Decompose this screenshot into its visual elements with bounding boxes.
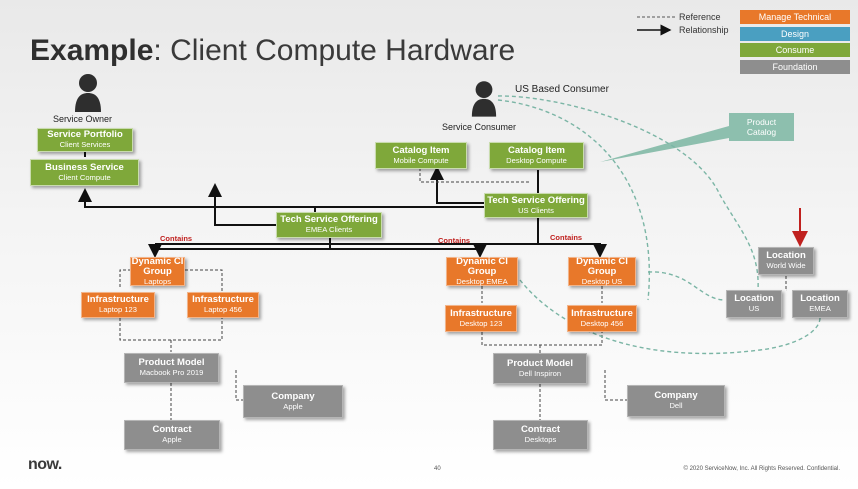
contract-apple-box[interactable]: Contract Apple [124,420,220,450]
product-catalog-line1: Product [746,116,777,127]
location-world-wide-box[interactable]: Location World Wide [758,247,814,275]
box-title: Infrastructure [450,307,512,319]
box-title: Product Model [507,357,573,369]
box-subtitle: Client Compute [58,172,111,182]
contains-label-us: Contains [550,233,583,242]
box-subtitle: Desktop EMEA [456,276,508,286]
box-subtitle: World Wide [766,261,806,271]
box-subtitle: Laptop 456 [203,305,242,315]
service-owner-person-icon [75,74,101,112]
box-title: Tech Service Offering [487,194,585,206]
box-title: Infrastructure [192,294,254,306]
page-title: Example: Client Compute Hardware [30,34,515,68]
infrastructure-desktop-456-box[interactable]: Infrastructure Desktop 456 [567,305,637,332]
product-model-macbook-box[interactable]: Product Model Macbook Pro 2019 [124,353,219,383]
box-subtitle: Dell [669,401,683,411]
box-title: Infrastructure [87,294,149,306]
box-subtitle: Laptop 123 [98,305,137,315]
service-consumer-label: Service Consumer [442,122,517,132]
box-subtitle: Desktop Compute [506,155,567,165]
box-subtitle: Desktop 123 [459,318,503,328]
company-dell-box[interactable]: Company Dell [627,385,725,417]
location-reference-curves [497,95,821,355]
product-catalog-badge: Product Catalog [729,113,794,141]
title-bold: Example [30,34,154,67]
servicenow-logo: now. [28,456,62,473]
infrastructure-laptop-123-box[interactable]: Infrastructure Laptop 123 [81,292,155,318]
page-number: 40 [434,466,441,472]
location-us-box[interactable]: Location US [726,290,782,318]
service-consumer-person-icon [471,81,497,117]
box-title: Business Service [45,161,124,173]
box-title: Tech Service Offering [280,214,378,226]
legend-design: Design [740,27,850,41]
business-service-box[interactable]: Business Service Client Compute [30,159,139,186]
box-subtitle: Apple [283,401,303,411]
box-subtitle: Desktop 456 [580,318,624,328]
box-subtitle: EMEA Clients [305,225,353,235]
reference-lines [119,168,787,420]
box-title: Catalog Item [392,144,450,156]
product-model-dell-box[interactable]: Product Model Dell Inspiron [493,353,587,384]
legend-reference: Reference [679,12,721,22]
copyright: © 2020 ServiceNow, Inc. All Rights Reser… [683,466,841,472]
box-title: Catalog Item [507,144,565,156]
box-title: Location [766,250,806,262]
dynamic-ci-group-desktop-emea-box[interactable]: Dynamic CI Group Desktop EMEA [446,255,518,286]
contains-label-desktop-emea: Contains [438,236,471,245]
catalog-item-mobile-box[interactable]: Catalog Item Mobile Compute [375,142,467,169]
infrastructure-laptop-456-box[interactable]: Infrastructure Laptop 456 [187,292,259,318]
catalog-item-desktop-box[interactable]: Catalog Item Desktop Compute [489,142,584,169]
service-portfolio-box[interactable]: Service Portfolio Client Services [37,128,133,152]
box-title: Service Portfolio [47,129,123,141]
box-title: Company [271,390,315,402]
contract-desktops-box[interactable]: Contract Desktops [493,420,588,450]
legend-consume: Consume [740,43,850,57]
box-subtitle: US [748,304,760,314]
legend-relationship: Relationship [679,25,729,35]
box-subtitle: EMEA [809,304,831,314]
box-title: Infrastructure [571,307,633,319]
infrastructure-desktop-123-box[interactable]: Infrastructure Desktop 123 [445,305,517,332]
box-subtitle: Apple [162,435,182,445]
product-catalog-callout [600,126,729,162]
box-subtitle: US Clients [518,205,554,215]
relationship-lines [78,152,607,258]
service-owner-label: Service Owner [53,114,113,124]
box-title: Contract [152,424,192,436]
box-title: Dynamic CI Group [456,255,508,278]
box-title: Company [654,390,698,402]
tech-service-offering-emea-box[interactable]: Tech Service Offering EMEA Clients [276,212,382,238]
box-subtitle: Mobile Compute [393,155,449,165]
company-apple-box[interactable]: Company Apple [243,385,343,418]
dynamic-ci-group-desktop-us-box[interactable]: Dynamic CI Group Desktop US [568,255,636,286]
title-rest: : Client Compute Hardware [153,34,516,67]
product-catalog-line2: Catalog [746,127,777,137]
box-title: Product Model [138,357,205,369]
box-title: Location [800,293,840,305]
box-subtitle: Macbook Pro 2019 [139,368,204,378]
box-subtitle: Client Services [59,140,111,150]
contains-label-emea: Contains [160,234,193,243]
box-title: Location [734,293,774,305]
legend-manage-technical: Manage Technical [740,10,850,24]
tech-service-offering-us-box[interactable]: Tech Service Offering US Clients [484,193,588,218]
box-title: Contract [520,424,561,436]
box-title: Dynamic CI Group [131,255,184,278]
box-subtitle: Laptops [143,276,172,286]
legend-foundation: Foundation [740,60,850,74]
box-subtitle: Dell Inspiron [518,368,562,378]
us-consumer-label: US Based Consumer [515,84,609,95]
box-subtitle: Desktops [524,435,557,445]
box-subtitle: Desktop US [581,276,623,286]
location-emea-box[interactable]: Location EMEA [792,290,848,318]
dynamic-ci-group-laptops-box[interactable]: Dynamic CI Group Laptops [130,255,185,286]
box-title: Dynamic CI Group [576,255,628,278]
